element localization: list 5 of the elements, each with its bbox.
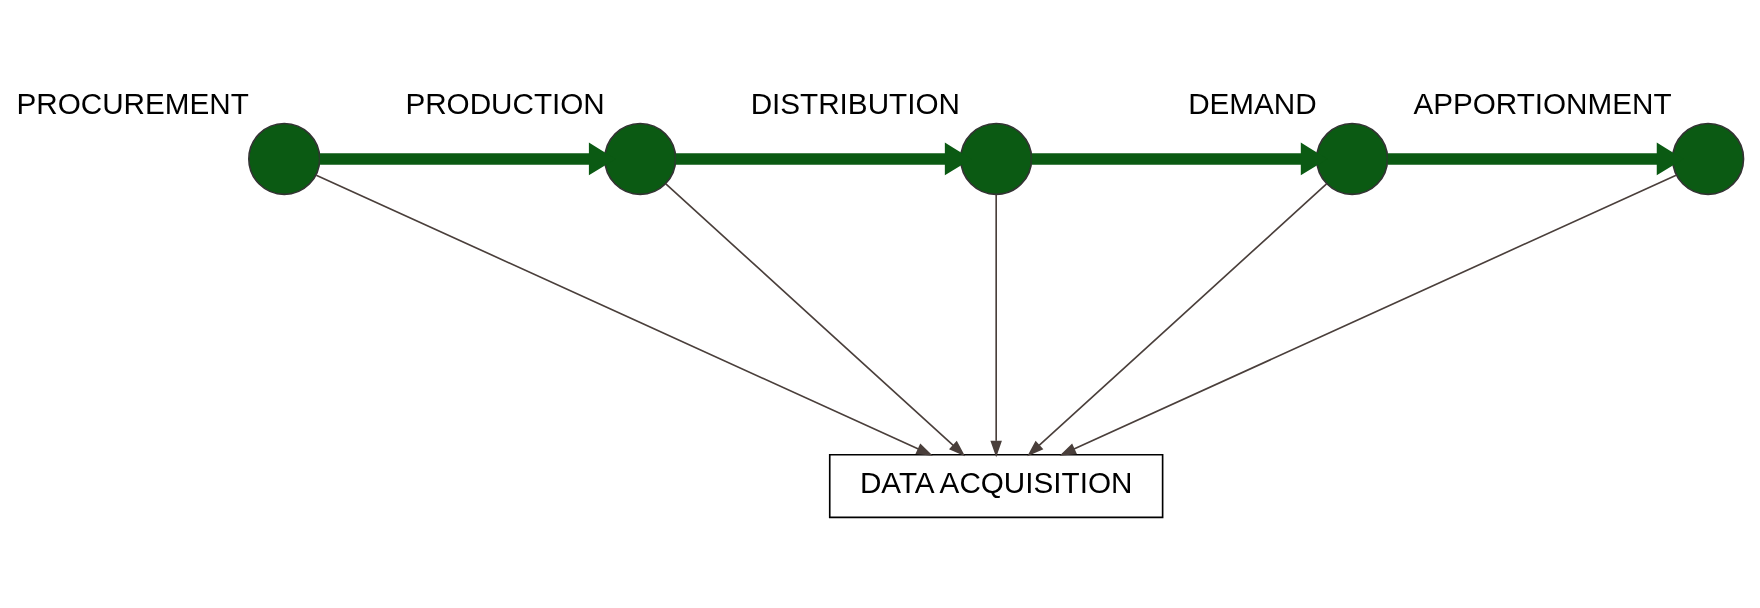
node-label: DISTRIBUTION [750, 87, 960, 121]
node-label: DEMAND [1188, 87, 1317, 121]
node-label: PROCUREMENT [16, 87, 249, 121]
node-label: APPORTIONMENT [1413, 87, 1672, 121]
node-label: PRODUCTION [405, 87, 605, 121]
